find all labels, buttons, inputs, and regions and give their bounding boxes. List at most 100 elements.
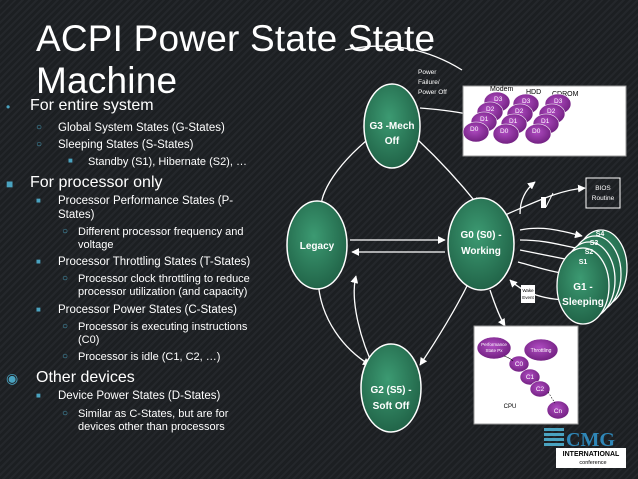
bullet-sleeping-states: Sleeping States (S-States) (58, 139, 194, 151)
s3-label: S3 (590, 240, 599, 247)
modem-label: Modem (490, 86, 514, 93)
g2-label-2: Soft Off (373, 401, 410, 412)
svg-text:D1: D1 (509, 118, 518, 125)
slide-title: ACPI Power State State Machine (36, 18, 435, 102)
node-g3-mech-off: G3 -Mech Off (363, 83, 421, 169)
node-g1-sleeping: S4 S3 S2 S1 G1 - Sleeping (556, 229, 628, 325)
square-marker: ■ (68, 156, 73, 165)
wake-event-box: Wake Event (521, 285, 535, 303)
svg-text:D1: D1 (480, 116, 489, 123)
cmg-wordmark: CMG (566, 429, 615, 451)
svg-text:Routine: Routine (592, 195, 615, 202)
bullet-dot: • (6, 100, 11, 114)
svg-text:D1: D1 (541, 118, 550, 125)
g0-label-1: G0 (S0) - (460, 230, 501, 241)
target-marker: ◉ (6, 370, 19, 386)
bullet-executing-2: (C0) (78, 334, 100, 346)
bullet-freq-voltage-2: voltage (78, 239, 114, 251)
hdd-label: HDD (526, 89, 541, 96)
cdrom-label: CDROM (552, 91, 579, 98)
bullet-similar-1: Similar as C-States, but are for (78, 408, 229, 420)
svg-text:C0: C0 (515, 361, 524, 368)
svg-text:BIOS: BIOS (595, 185, 611, 192)
svg-text:Event: Event (522, 295, 534, 300)
s1-label: S1 (579, 259, 588, 266)
circle-marker: ○ (36, 122, 43, 133)
svg-text:Throttling: Throttling (531, 348, 552, 354)
legacy-label: Legacy (300, 241, 335, 252)
bios-routine-box: BIOS Routine (585, 177, 621, 209)
bullet-p-states-2: States) (58, 209, 95, 221)
circle-marker: ○ (62, 226, 69, 237)
node-g0-working: G0 (S0) - Working (447, 197, 515, 291)
bullet-processor-only: For processor only (30, 174, 163, 191)
svg-text:Performance: Performance (481, 342, 507, 347)
bullet-d-states: Device Power States (D-States) (58, 390, 221, 402)
svg-text:D0: D0 (470, 126, 479, 133)
bullet-throttling-1: Processor clock throttling to reduce (78, 273, 250, 285)
bullet-entire-system: For entire system (30, 97, 154, 114)
svg-text:D2: D2 (547, 108, 556, 115)
bullet-global-states: Global System States (G-States) (58, 122, 225, 134)
svg-text:Wake: Wake (522, 288, 534, 293)
logo-international: INTERNATIONAL (563, 451, 620, 458)
svg-text:D3: D3 (522, 98, 531, 105)
svg-text:D0: D0 (500, 128, 509, 135)
bullet-similar-2: devices other than processors (78, 421, 225, 433)
square-marker: ■ (36, 257, 41, 266)
g3-label-2: Off (385, 136, 400, 147)
svg-text:Cn: Cn (554, 408, 563, 415)
svg-text:D2: D2 (515, 108, 524, 115)
svg-text:D0: D0 (532, 128, 541, 135)
device-states-box: Modem HDD CDROM D3 D2 D1 D0 D3 D2 D1 D0 (462, 85, 627, 157)
switch-symbol (541, 192, 554, 208)
svg-text:Power Off: Power Off (418, 89, 447, 96)
circle-marker: ○ (62, 408, 69, 419)
cpu-label: CPU (504, 404, 517, 410)
bullet-executing-1: Processor is executing instructions (78, 321, 248, 333)
svg-text:Power: Power (418, 69, 437, 76)
svg-text:D2: D2 (486, 106, 495, 113)
bullet-idle: Processor is idle (C1, C2, …) (78, 351, 221, 363)
node-legacy: Legacy (286, 200, 348, 290)
cdrom-device-states: D3 D2 D1 D0 (524, 93, 572, 145)
bullet-freq-voltage-1: Different processor frequency and (78, 226, 244, 238)
node-g2-soft-off: G2 (S5) - Soft Off (360, 343, 422, 433)
square-marker: ■ (6, 177, 14, 191)
square-marker: ■ (36, 391, 41, 400)
modem-device-states: D3 D2 D1 D0 (462, 91, 511, 143)
logo-conference: conference (579, 460, 606, 466)
hdd-device-states: D3 D2 D1 D0 (492, 93, 540, 145)
circle-marker: ○ (62, 321, 69, 332)
bullet-t-states: Processor Throttling States (T-States) (58, 256, 251, 268)
svg-text:C2: C2 (536, 386, 545, 393)
svg-text:D3: D3 (494, 96, 503, 103)
circle-marker: ○ (36, 139, 43, 150)
svg-text:D3: D3 (554, 98, 563, 105)
bullet-throttling-2: processor utilization (and capacity) (78, 286, 248, 298)
title-line-1: ACPI Power State State (36, 18, 436, 59)
bullet-standby: Standby (S1), Hibernate (S2), … (88, 156, 247, 168)
power-failure-label: Power Failure/ Power Off (418, 69, 447, 96)
svg-text:C1: C1 (526, 374, 535, 381)
svg-text:State Px: State Px (485, 348, 503, 353)
s4-label: S4 (596, 231, 605, 238)
cmg-logo: CMG INTERNATIONAL conference (544, 428, 626, 468)
s2-label: S2 (585, 249, 594, 256)
g0-label-2: Working (461, 246, 501, 257)
g2-label-1: G2 (S5) - (370, 385, 411, 396)
g1-label-2: Sleeping (562, 297, 604, 308)
circle-marker: ○ (62, 273, 69, 284)
bullet-p-states-1: Processor Performance States (P- (58, 195, 234, 207)
title-line-2: Machine (36, 60, 178, 101)
bullet-other-devices: Other devices (36, 369, 135, 386)
bullet-c-states: Processor Power States (C-States) (58, 304, 237, 316)
circle-marker: ○ (62, 351, 69, 362)
square-marker: ■ (36, 305, 41, 314)
square-marker: ■ (36, 196, 41, 205)
g3-label-1: G3 -Mech (369, 121, 414, 132)
cpu-states-box: Performance State Px Throttling C0 C1 C2… (473, 325, 579, 425)
svg-text:Failure/: Failure/ (418, 79, 440, 86)
g1-label-1: G1 - (573, 282, 592, 293)
